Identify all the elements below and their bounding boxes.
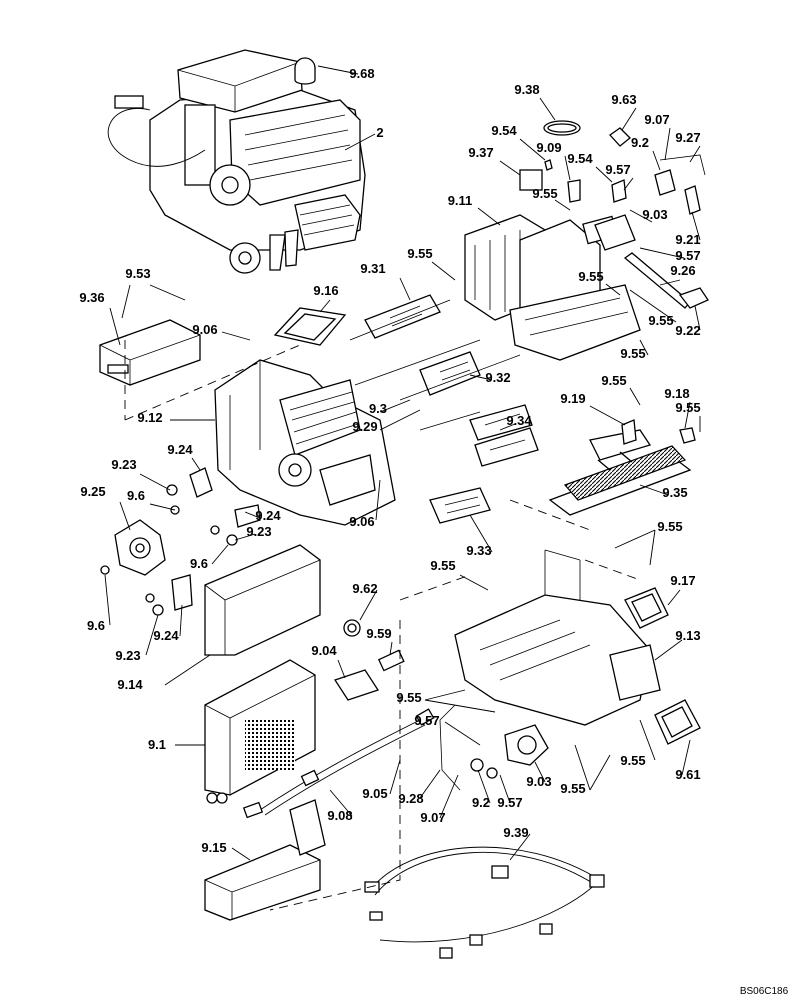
flap-9-33 [429,487,491,524]
callout-label: 9.05 [362,786,387,801]
evaporator-9-1 [204,659,316,804]
callout-label: 9.55 [620,346,645,361]
callout-label: 9.04 [311,643,337,658]
callout-label: 9.68 [349,66,374,81]
callout-label: 9.29 [352,419,377,434]
callout-label: 9.62 [352,581,377,596]
callout-label: 9.1 [148,737,166,752]
callout-label: 9.55 [601,373,626,388]
gaskets-9-17-9-61 [624,587,701,745]
callout-label: 9.54 [567,151,593,166]
callout-label: 9.6 [127,488,145,503]
callout-label: 9.34 [506,413,532,428]
flap-9-31 [349,294,451,341]
callout-label: 9.17 [670,573,695,588]
actuator-links-left [100,467,261,616]
callout-label: 9.55 [620,753,645,768]
callout-label: 9.24 [153,628,179,643]
callout-label: 9.22 [675,323,700,338]
callout-label: 9.15 [201,840,226,855]
callout-label: 9.23 [111,457,136,472]
callout-label: 9.55 [560,781,585,796]
callout-label: 9.24 [167,442,193,457]
callout-label: 9.55 [407,246,432,261]
drain-pan-9-15 [204,799,326,921]
actuator-motor-9-03 [439,704,549,791]
callout-label: 9.63 [611,92,636,107]
callout-label: 9.2 [472,795,490,810]
callout-label: 9.55 [578,269,603,284]
callout-label: 9.03 [526,774,551,789]
callout-label: 9.11 [448,193,473,208]
callout-label: 9.14 [117,677,143,692]
callout-label: 9.57 [414,713,439,728]
callout-label: 9.13 [675,628,700,643]
callout-label: 9.6 [190,556,208,571]
callout-label: 9.55 [430,558,455,573]
callout-label: 9.53 [125,266,150,281]
callout-label: 9.06 [192,322,217,337]
callout-label: 9.55 [675,400,700,415]
callout-label: 9.23 [115,648,140,663]
callout-label: 9.39 [503,825,528,840]
callout-label: 9.24 [255,508,281,523]
callout-label: 9.54 [491,123,517,138]
callout-label: 9.32 [485,370,510,385]
callout-label: 9.33 [466,543,491,558]
callout-label: 9.6 [87,618,105,633]
callout-label: 9.31 [360,261,385,276]
callout-label: 9.38 [514,82,539,97]
callout-leader-lines [104,65,701,861]
callout-label: 9.07 [420,810,445,825]
gasket-9-16 [273,307,347,346]
cover-9-14 [204,544,321,656]
callout-label: 9.35 [662,485,687,500]
callout-label: 9.36 [79,290,104,305]
lower-housing-9-12 [214,359,396,526]
callout-label: 9.12 [137,410,162,425]
callout-label: 9.59 [366,626,391,641]
heater-core-9-35 [548,429,692,516]
callout-label: 9.08 [327,808,352,823]
lower-case-9-13 [454,549,661,726]
fittings-9-18-9-19 [621,419,696,445]
callout-label: 9.26 [670,263,695,278]
callout-label: 9.57 [605,162,630,177]
linkage-hardware [519,120,709,309]
flaps-9-32-9-34 [354,339,539,467]
control-module-9-36 [99,319,201,386]
callout-label: 9.19 [560,391,585,406]
callout-label: 9.3 [369,401,387,416]
callout-label: 9.03 [642,207,667,222]
callout-label: 9.25 [80,484,105,499]
callout-label: 9.06 [349,514,374,529]
part-callout-labels: 9.68 2 9.38 9.63 9.07 9.54 9.2 9.27 9.37 9.09 9.54… [79,66,700,855]
callout-label: 9.27 [675,130,700,145]
callout-label: 9.55 [396,690,421,705]
callout-label: 9.21 [675,232,700,247]
callout-label: 9.55 [657,519,682,534]
hvac-unit-assembly [107,49,366,274]
callout-label: 9.09 [536,140,561,155]
valve-parts-9-04 [333,619,405,701]
callout-label: 2 [376,125,383,140]
callout-label: 9.55 [532,186,557,201]
callout-label: 9.16 [313,283,338,298]
upper-duct-9-11 [464,214,641,361]
callout-label: 9.18 [664,386,689,401]
callout-label: 9.57 [675,248,700,263]
wiring-harnesses [242,708,605,959]
callout-label: 9.37 [468,145,493,160]
callout-label: 9.07 [644,112,669,127]
callout-label: 9.55 [648,313,673,328]
alignment-lines [124,340,641,911]
callout-label: 9.28 [398,791,423,806]
drawing-code: BS06C186 [740,986,789,997]
callout-label: 9.2 [631,135,649,150]
callout-label: 9.23 [246,524,271,539]
callout-label: 9.57 [497,795,522,810]
callout-label: 9.61 [675,767,700,782]
